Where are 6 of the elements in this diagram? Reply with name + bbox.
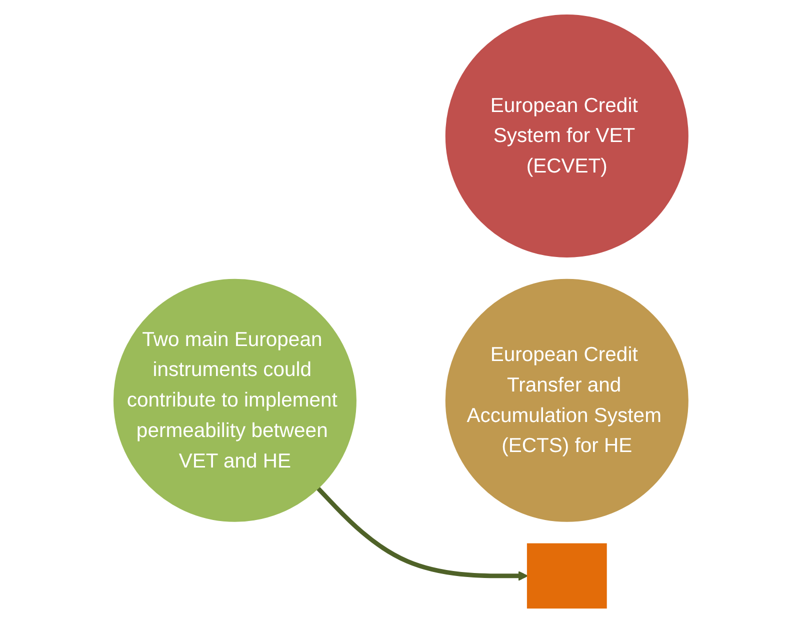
node-plus — [527, 543, 607, 609]
arrow — [316, 486, 528, 581]
diagram: Two main European instruments could contribute to implement permeability between VET and HE European Credit System for VET (ECVET) European Credit Transfer and Accumulation System (ECTS) for HE — [105, 6, 697, 617]
node-circle — [114, 278, 357, 522]
node-circle — [445, 14, 688, 258]
node-circle — [445, 278, 688, 522]
